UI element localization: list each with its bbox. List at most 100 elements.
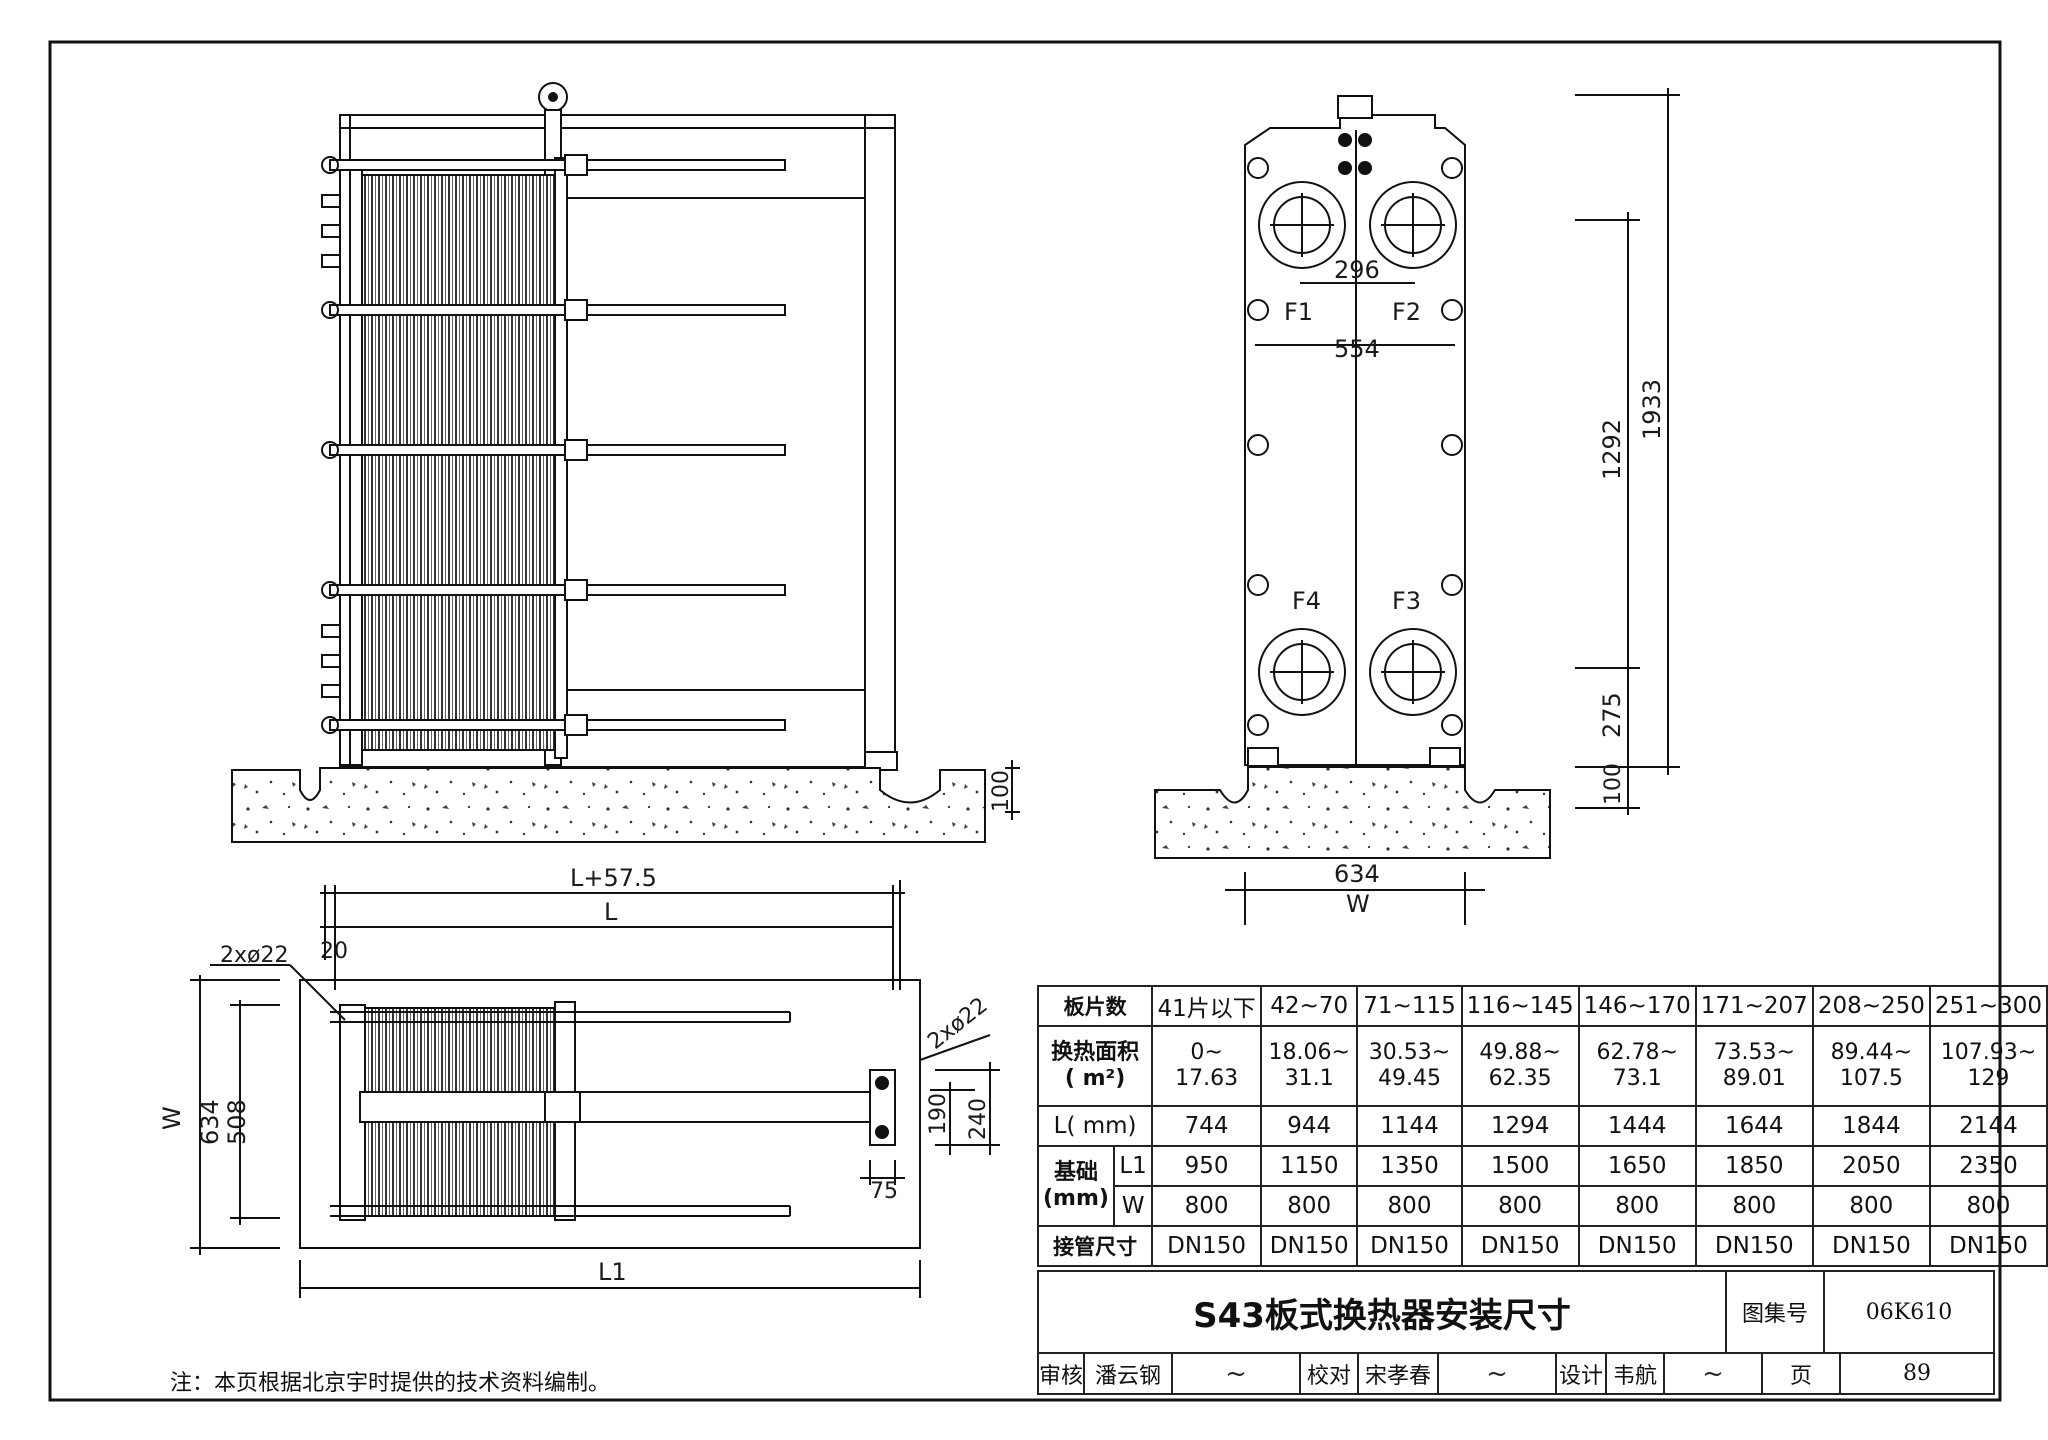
table-cell: 1844 <box>1811 1105 1931 1147</box>
table-cell: 2350 <box>1928 1145 2048 1187</box>
table-cell: DN150 <box>1928 1225 2048 1267</box>
table-cell: 1144 <box>1356 1105 1463 1147</box>
table-cell: 2144 <box>1928 1105 2048 1147</box>
side-view <box>231 82 1020 843</box>
port-label-f3: F3 <box>1392 587 1421 615</box>
dim-75: 75 <box>870 1179 898 1204</box>
table-cell: DN150 <box>1259 1225 1359 1267</box>
dim-508: 508 <box>223 1099 251 1145</box>
table-cell: 2050 <box>1811 1145 1931 1187</box>
row-plates: 板片数 41片以下 42~70 71~115 116~145 146~170 1… <box>1036 985 2048 1027</box>
dim-190: 190 <box>926 1093 951 1135</box>
atlas-number: 06K610 <box>1823 1270 1995 1354</box>
front-view <box>1154 88 1680 925</box>
table-cell: 208~250 <box>1811 985 1931 1027</box>
table-cell: 944 <box>1259 1105 1359 1147</box>
dim-240: 240 <box>966 1098 991 1140</box>
table-cell: DN150 <box>1151 1225 1262 1267</box>
row-label: 板片数 <box>1036 985 1154 1027</box>
dim-275: 275 <box>1598 692 1626 738</box>
dim-l: L <box>604 898 618 926</box>
table-cell: 107.93~129 <box>1928 1025 2048 1107</box>
plan-view <box>190 880 1000 1298</box>
port-label-f2: F2 <box>1392 298 1421 326</box>
table-cell: 800 <box>1811 1185 1931 1227</box>
dim-w-plan: W <box>158 1106 186 1130</box>
dim-100-front: 100 <box>1601 763 1626 805</box>
table-cell: 1150 <box>1259 1145 1359 1187</box>
table-cell: 800 <box>1460 1185 1580 1227</box>
spec-table: 板片数 41片以下 42~70 71~115 116~145 146~170 1… <box>1036 985 2048 1267</box>
table-cell: 800 <box>1928 1185 2048 1227</box>
table-cell: 800 <box>1356 1185 1463 1227</box>
dim-l-plus: L+57.5 <box>570 864 657 892</box>
table-cell: 71~115 <box>1356 985 1463 1027</box>
row-label: 接管尺寸 <box>1036 1225 1154 1267</box>
side-nozzles <box>321 194 341 698</box>
designer-signature: ~ <box>1663 1352 1763 1395</box>
dim-l1: L1 <box>598 1258 627 1286</box>
dim-634-plan: 634 <box>196 1099 224 1145</box>
port-label-f1: F1 <box>1284 298 1313 326</box>
design-label: 设计 <box>1555 1352 1607 1395</box>
table-cell: 950 <box>1151 1145 1262 1187</box>
table-cell: DN150 <box>1460 1225 1580 1267</box>
table-cell: 251~300 <box>1928 985 2048 1027</box>
table-cell: 18.06~31.1 <box>1259 1025 1359 1107</box>
table-cell: 171~207 <box>1694 985 1814 1027</box>
table-cell: DN150 <box>1356 1225 1463 1267</box>
table-cell: 1350 <box>1356 1145 1463 1187</box>
table-cell: 42~70 <box>1259 985 1359 1027</box>
checker-name: 宋孝春 <box>1357 1352 1439 1395</box>
reviewer-signature: ~ <box>1171 1352 1301 1395</box>
page-label: 页 <box>1761 1352 1841 1395</box>
table-cell: 49.88~62.35 <box>1460 1025 1580 1107</box>
plate-pack <box>359 174 561 751</box>
front-bolts <box>1247 157 1463 736</box>
port-f4 <box>1258 628 1346 716</box>
reviewer-name: 潘云钢 <box>1083 1352 1173 1395</box>
row-label: 基础(mm) <box>1037 1145 1115 1227</box>
sheet-border <box>48 40 2002 1402</box>
title-block: S43板式换热器安装尺寸 图集号 06K610 审核 潘云钢 ~ 校对 宋孝春 … <box>1037 1270 1995 1395</box>
checker-signature: ~ <box>1437 1352 1557 1395</box>
row-area: 换热面积( m²) 0~17.63 18.06~31.1 30.53~49.45… <box>1036 1025 2048 1107</box>
table-cell: 1500 <box>1460 1145 1580 1187</box>
hole-label-left: 2xø22 <box>220 943 288 968</box>
atlas-label: 图集号 <box>1725 1270 1825 1354</box>
page-number: 89 <box>1839 1352 1995 1395</box>
table-cell: 0~17.63 <box>1151 1025 1262 1107</box>
table-cell: 89.44~107.5 <box>1811 1025 1931 1107</box>
table-cell: 800 <box>1694 1185 1814 1227</box>
dim-296: 296 <box>1334 256 1380 284</box>
table-cell: 1650 <box>1577 1145 1697 1187</box>
row-l: L( mm) 744 944 1144 1294 1444 1644 1844 … <box>1036 1105 2048 1147</box>
port-f2 <box>1369 181 1457 269</box>
dim-20: 20 <box>320 939 348 964</box>
table-cell: DN150 <box>1577 1225 1697 1267</box>
table-cell: 41片以下 <box>1151 985 1262 1027</box>
row-label: 换热面积( m²) <box>1036 1025 1154 1107</box>
dim-634-front: 634 <box>1334 860 1380 888</box>
side-foundation <box>231 767 986 843</box>
table-cell: 30.53~49.45 <box>1356 1025 1463 1107</box>
port-f1 <box>1258 181 1346 269</box>
table-cell: 1294 <box>1460 1105 1580 1147</box>
table-cell: DN150 <box>1694 1225 1814 1267</box>
table-cell: 744 <box>1151 1105 1262 1147</box>
row-pipe: 接管尺寸 DN150 DN150 DN150 DN150 DN150 DN150… <box>1036 1225 2048 1267</box>
table-cell: 1444 <box>1577 1105 1697 1147</box>
table-cell: DN150 <box>1811 1225 1931 1267</box>
table-cell: 800 <box>1151 1185 1262 1227</box>
row-label: L( mm) <box>1036 1105 1154 1147</box>
table-cell: 62.78~73.1 <box>1577 1025 1697 1107</box>
table-cell: 73.53~89.01 <box>1694 1025 1814 1107</box>
port-f3 <box>1369 628 1457 716</box>
row-base-l1: 基础(mm) L1 950 1150 1350 1500 1650 1850 2… <box>1037 1145 2048 1227</box>
sub-label-w: W <box>1112 1185 1154 1227</box>
table-cell: 116~145 <box>1460 985 1580 1027</box>
table-cell: 800 <box>1259 1185 1359 1227</box>
dim-1933: 1933 <box>1638 379 1666 440</box>
table-cell: 1850 <box>1694 1145 1814 1187</box>
